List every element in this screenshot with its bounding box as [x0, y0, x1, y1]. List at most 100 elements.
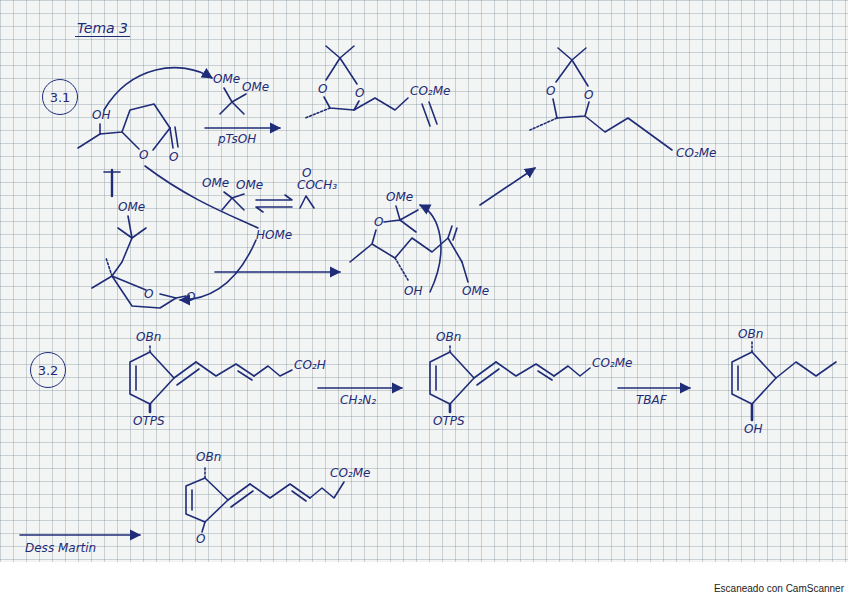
enone-product: [186, 466, 344, 532]
group-label: CO₂Me: [592, 356, 632, 370]
group-label: OMe: [202, 176, 229, 190]
ink-stroke: [732, 352, 776, 404]
group-label: OMe: [242, 80, 269, 94]
equilibrium-arrows: [222, 192, 314, 212]
reagent-label: CH₂N₂: [340, 393, 376, 407]
group-label: OBn: [196, 450, 221, 464]
group-label: O: [302, 166, 311, 180]
ink-stroke: [92, 238, 132, 288]
group-label: OMe: [213, 72, 240, 86]
group-label: CO₂H: [294, 358, 326, 372]
section-number: 3.2: [38, 363, 59, 378]
ink-stroke: [222, 192, 244, 210]
group-label: OMe: [386, 190, 413, 204]
ink-stroke: [205, 127, 280, 129]
ink-stroke: [174, 362, 199, 385]
section-circle: 3.1: [42, 79, 78, 115]
ink-stroke: [448, 226, 457, 240]
reaction-arrows: [20, 128, 690, 535]
ink-stroke: [196, 362, 254, 380]
ink-stroke: [256, 195, 292, 200]
group-label: O: [196, 532, 205, 546]
ink-stroke: [585, 116, 672, 150]
group-label: HOMe: [256, 228, 292, 242]
ink-stroke: [737, 366, 739, 390]
diene-acid: [130, 345, 292, 412]
ink-stroke: [186, 478, 228, 522]
group-label: OMe: [118, 200, 145, 214]
ink-stroke: [106, 258, 112, 276]
group-label: OBn: [136, 330, 161, 344]
ink-stroke: [751, 342, 753, 352]
ink-stroke: [305, 108, 330, 118]
curved-arrows: [104, 68, 441, 300]
ink-stroke: [449, 404, 452, 412]
ink-stroke: [776, 362, 836, 378]
ink-stroke: [104, 68, 212, 110]
ink-stroke: [553, 99, 589, 118]
ink-stroke: [420, 205, 441, 292]
ink-stroke: [118, 216, 146, 238]
ink-stroke: [202, 522, 205, 532]
group-label: OMe: [236, 178, 263, 192]
group-label: O: [144, 287, 153, 301]
ink-stroke: [300, 196, 314, 208]
ink-stroke: [350, 230, 462, 262]
lactone-start: [78, 104, 178, 150]
ink-stroke: [422, 102, 437, 126]
ink-stroke: [153, 128, 170, 150]
ink-stroke: [78, 104, 170, 148]
group-label: O: [584, 88, 593, 102]
scanner-watermark: Escaneado con CamScanner: [714, 582, 844, 596]
ink-stroke: [191, 490, 193, 510]
ink-stroke: [215, 271, 340, 273]
ink-stroke: [170, 127, 178, 148]
group-label: CO₂Me: [676, 146, 716, 160]
ink-stroke: [449, 345, 451, 352]
ink-stroke: [135, 366, 137, 390]
ink-stroke: [751, 404, 754, 420]
section-circle: 3.2: [30, 352, 66, 388]
group-label: OMe: [462, 284, 489, 298]
ink-stroke: [384, 206, 418, 232]
ink-stroke: [318, 387, 402, 389]
ink-stroke: [145, 166, 258, 228]
group-label: OBn: [436, 330, 461, 344]
reagent-label: Dess Martin: [25, 541, 96, 555]
ink-stroke: [122, 132, 139, 149]
ink-stroke: [204, 466, 206, 478]
ink-stroke: [149, 345, 151, 352]
group-label: O: [169, 150, 178, 164]
intermediate-left: [92, 216, 186, 308]
ink-stroke: [149, 404, 152, 412]
ink-stroke: [130, 352, 174, 404]
ink-stroke: [480, 168, 535, 205]
ink-stroke: [20, 534, 140, 536]
ink-stroke: [556, 48, 588, 86]
ink-stroke: [250, 484, 310, 501]
ink-stroke: [310, 482, 344, 498]
ink-stroke: [462, 262, 468, 282]
ink-stroke: [112, 276, 176, 308]
ink-stroke: [254, 366, 292, 376]
section-number: 3.1: [50, 90, 71, 105]
ink-stroke: [111, 170, 113, 196]
intermediate-middle: [350, 206, 468, 282]
group-label: O: [318, 82, 327, 96]
group-label: CO₂Me: [410, 84, 450, 98]
reagent-label: TBAF: [636, 393, 667, 407]
group-label: OTPS: [133, 414, 165, 428]
ink-stroke: [228, 484, 253, 507]
group-label: O: [546, 84, 555, 98]
group-label: COCH₃: [297, 178, 337, 192]
reagent-label: pTsOH: [218, 132, 256, 146]
ink-stroke: [554, 366, 590, 376]
group-label: OBn: [738, 327, 763, 341]
group-label: O: [355, 86, 364, 100]
group-label: CO₂Me: [330, 466, 370, 480]
ink-stroke: [496, 362, 554, 380]
group-label: O: [139, 148, 148, 162]
ink-stroke: [395, 258, 408, 280]
alcohol-product: [732, 342, 836, 420]
diene-ester: [430, 345, 590, 412]
